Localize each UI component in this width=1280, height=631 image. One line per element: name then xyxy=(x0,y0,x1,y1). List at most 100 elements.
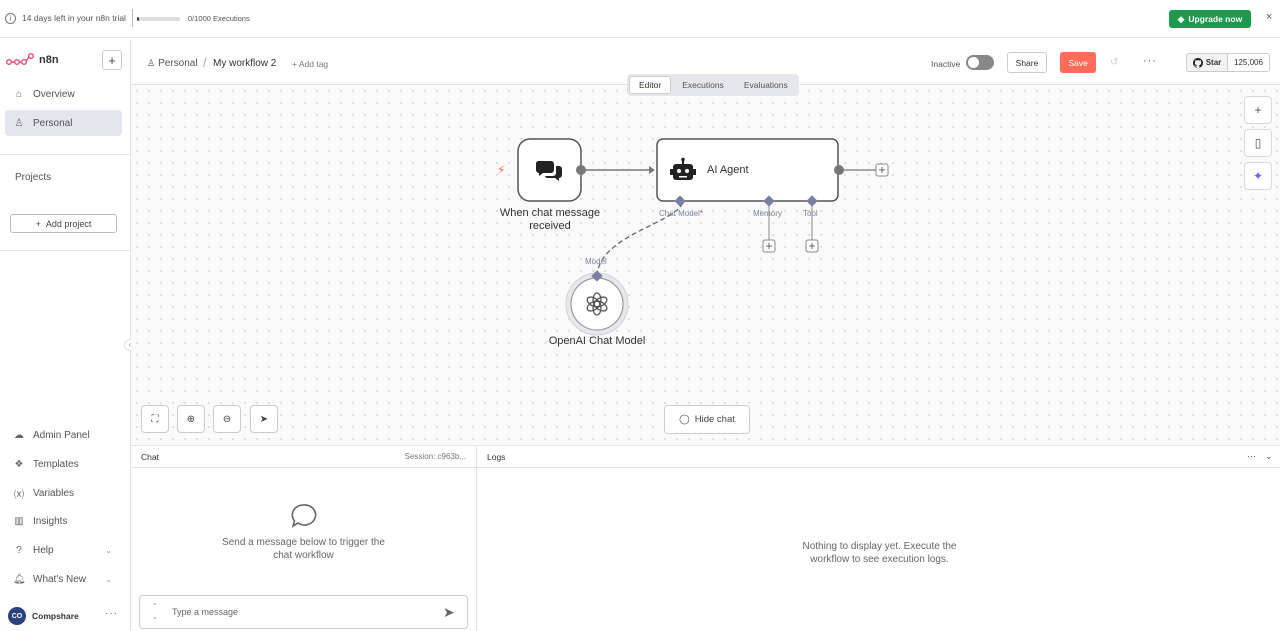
plus-icon: + xyxy=(35,218,41,229)
hide-chat-button[interactable]: ◯ Hide chat xyxy=(664,405,750,434)
sidebar-item-overview[interactable]: ⌂ Overview xyxy=(5,81,122,107)
add-tag-link[interactable]: + Add tag xyxy=(292,59,329,69)
zoom-in-icon[interactable]: ⊕ xyxy=(177,405,205,433)
home-icon: ⌂ xyxy=(15,88,23,100)
breadcrumb-separator: / xyxy=(203,55,207,70)
view-tabs: Editor Executions Evaluations xyxy=(627,74,799,96)
fit-view-icon[interactable]: ⛶ xyxy=(141,405,169,433)
tab-evaluations[interactable]: Evaluations xyxy=(743,80,788,90)
divider xyxy=(0,250,131,251)
history-icon[interactable]: ↺ xyxy=(1110,57,1119,68)
zoom-out-icon[interactable]: ⊖ xyxy=(213,405,241,433)
chat-bubble-icon xyxy=(291,504,317,528)
logs-panel: Logs ··· ⌄ Nothing to display yet. Execu… xyxy=(477,445,1280,631)
trigger-output-port xyxy=(576,165,586,175)
user-icon: ♙ xyxy=(147,58,156,68)
more-icon[interactable]: ··· xyxy=(1143,55,1157,67)
logs-panel-title: Logs xyxy=(487,452,506,462)
chevron-down-icon: ⌄ xyxy=(105,574,112,584)
brand-name: n8n xyxy=(39,54,59,66)
sticky-note-icon[interactable]: ▯ xyxy=(1244,129,1272,157)
model-output-port xyxy=(591,270,603,282)
sidebar-item-variables[interactable]: ⒳ Variables xyxy=(14,487,74,501)
chat-icon: ◯ xyxy=(679,414,690,425)
chat-message-input[interactable] xyxy=(172,604,422,620)
send-icon[interactable]: ➤ xyxy=(443,604,455,620)
model-port-label: Model xyxy=(585,257,607,266)
save-button[interactable]: Save xyxy=(1060,52,1096,73)
close-icon[interactable]: × xyxy=(1266,11,1273,23)
executions-count: 0/1000 Executions xyxy=(188,14,250,23)
n8n-logo-icon xyxy=(6,53,34,65)
more-icon[interactable]: ··· xyxy=(105,608,118,619)
trial-text: 14 days left in your n8n trial xyxy=(22,13,126,23)
insights-icon: ▥ xyxy=(14,515,24,527)
help-icon: ? xyxy=(16,544,22,556)
agent-output-port xyxy=(834,165,844,175)
active-toggle[interactable] xyxy=(966,55,994,70)
user-icon: ♙ xyxy=(14,117,24,129)
user-name: Compshare xyxy=(32,611,79,621)
cloud-icon: ☁ xyxy=(14,429,24,441)
connection-model-agent xyxy=(596,202,684,276)
tab-executions[interactable]: Executions xyxy=(682,80,724,90)
chevron-down-icon: ⌄ xyxy=(105,545,112,555)
sidebar-item-insights[interactable]: ▥ Insights xyxy=(14,515,68,527)
session-id[interactable]: Session: c963b... xyxy=(404,452,466,461)
add-node-button[interactable]: + xyxy=(1244,96,1272,124)
openai-icon xyxy=(586,292,608,316)
connection-arrow xyxy=(649,166,655,174)
ai-assistant-icon[interactable]: ✦ xyxy=(1244,162,1272,190)
tool-port-label: Tool xyxy=(803,209,818,218)
logs-empty-state: Nothing to display yet. Execute the work… xyxy=(802,541,957,565)
add-project-button[interactable]: + Add project xyxy=(10,214,117,233)
diamond-icon: ◈ xyxy=(1177,13,1185,24)
trigger-node-title: When chat message received xyxy=(499,207,601,232)
chat-panel-title: Chat xyxy=(141,452,159,462)
canvas-connections: ⚡ xyxy=(497,138,889,336)
chat-model-port-label: Chat Model* xyxy=(659,209,704,218)
github-star-button[interactable]: Star 125,006 xyxy=(1186,53,1270,72)
chevron-down-icon[interactable]: ⌄ xyxy=(1265,451,1273,461)
lightning-icon: ⚡ xyxy=(497,163,505,177)
workflow-name[interactable]: My workflow 2 xyxy=(213,58,277,69)
status-label: Inactive xyxy=(931,59,961,69)
chat-empty-state: Send a message below to trigger the chat… xyxy=(222,537,385,561)
sidebar-item-personal[interactable]: ♙ Personal xyxy=(5,110,122,136)
sidebar-item-admin-panel[interactable]: ☁ Admin Panel xyxy=(14,429,90,441)
sidebar: n8n + ⌂ Overview ♙ Personal Projects + A… xyxy=(0,41,136,631)
upgrade-button[interactable]: ◈ Upgrade now xyxy=(1169,10,1251,28)
info-icon: i xyxy=(5,13,16,24)
trial-banner: i 14 days left in your n8n trial 0/1000 … xyxy=(0,0,1280,38)
agent-node-title: AI Agent xyxy=(707,164,749,176)
avatar: CO xyxy=(8,607,26,625)
chat-input-box: ⌃⌄ ➤ xyxy=(139,595,468,629)
chat-panel: Chat Session: c963b... Send a message be… xyxy=(131,445,477,631)
more-icon[interactable]: ··· xyxy=(1247,451,1256,461)
breadcrumb-project[interactable]: ♙ Personal xyxy=(147,58,198,69)
projects-label: Projects xyxy=(15,172,52,183)
sidebar-item-whats-new[interactable]: 🔔︎ What's New ⌄ xyxy=(13,573,112,585)
tab-editor[interactable]: Editor xyxy=(629,76,672,94)
github-icon xyxy=(1192,57,1203,68)
memory-port-label: Memory xyxy=(753,209,782,218)
divider xyxy=(0,154,131,155)
user-menu[interactable]: CO Compshare xyxy=(8,607,79,625)
new-button[interactable]: + xyxy=(102,50,122,70)
bell-icon: 🔔︎ xyxy=(13,573,26,585)
executions-progress xyxy=(137,17,180,21)
model-node-title: OpenAI Chat Model xyxy=(548,335,646,347)
openai-model-node xyxy=(570,277,624,331)
robot-icon xyxy=(670,157,696,180)
sidebar-item-help[interactable]: ? Help ⌄ xyxy=(5,537,122,563)
divider xyxy=(132,9,133,27)
tidy-up-icon[interactable]: ➤ xyxy=(250,405,278,433)
logo[interactable]: n8n xyxy=(6,53,59,67)
sidebar-item-templates[interactable]: ❖ Templates xyxy=(14,458,79,470)
workflow-canvas[interactable]: ⚡ xyxy=(131,85,1280,445)
templates-icon: ❖ xyxy=(14,458,24,470)
history-arrows-icon[interactable]: ⌃⌄ xyxy=(152,603,158,621)
chat-bubbles-icon xyxy=(535,161,562,181)
variables-icon: ⒳ xyxy=(14,489,24,501)
share-button[interactable]: Share xyxy=(1007,52,1047,73)
